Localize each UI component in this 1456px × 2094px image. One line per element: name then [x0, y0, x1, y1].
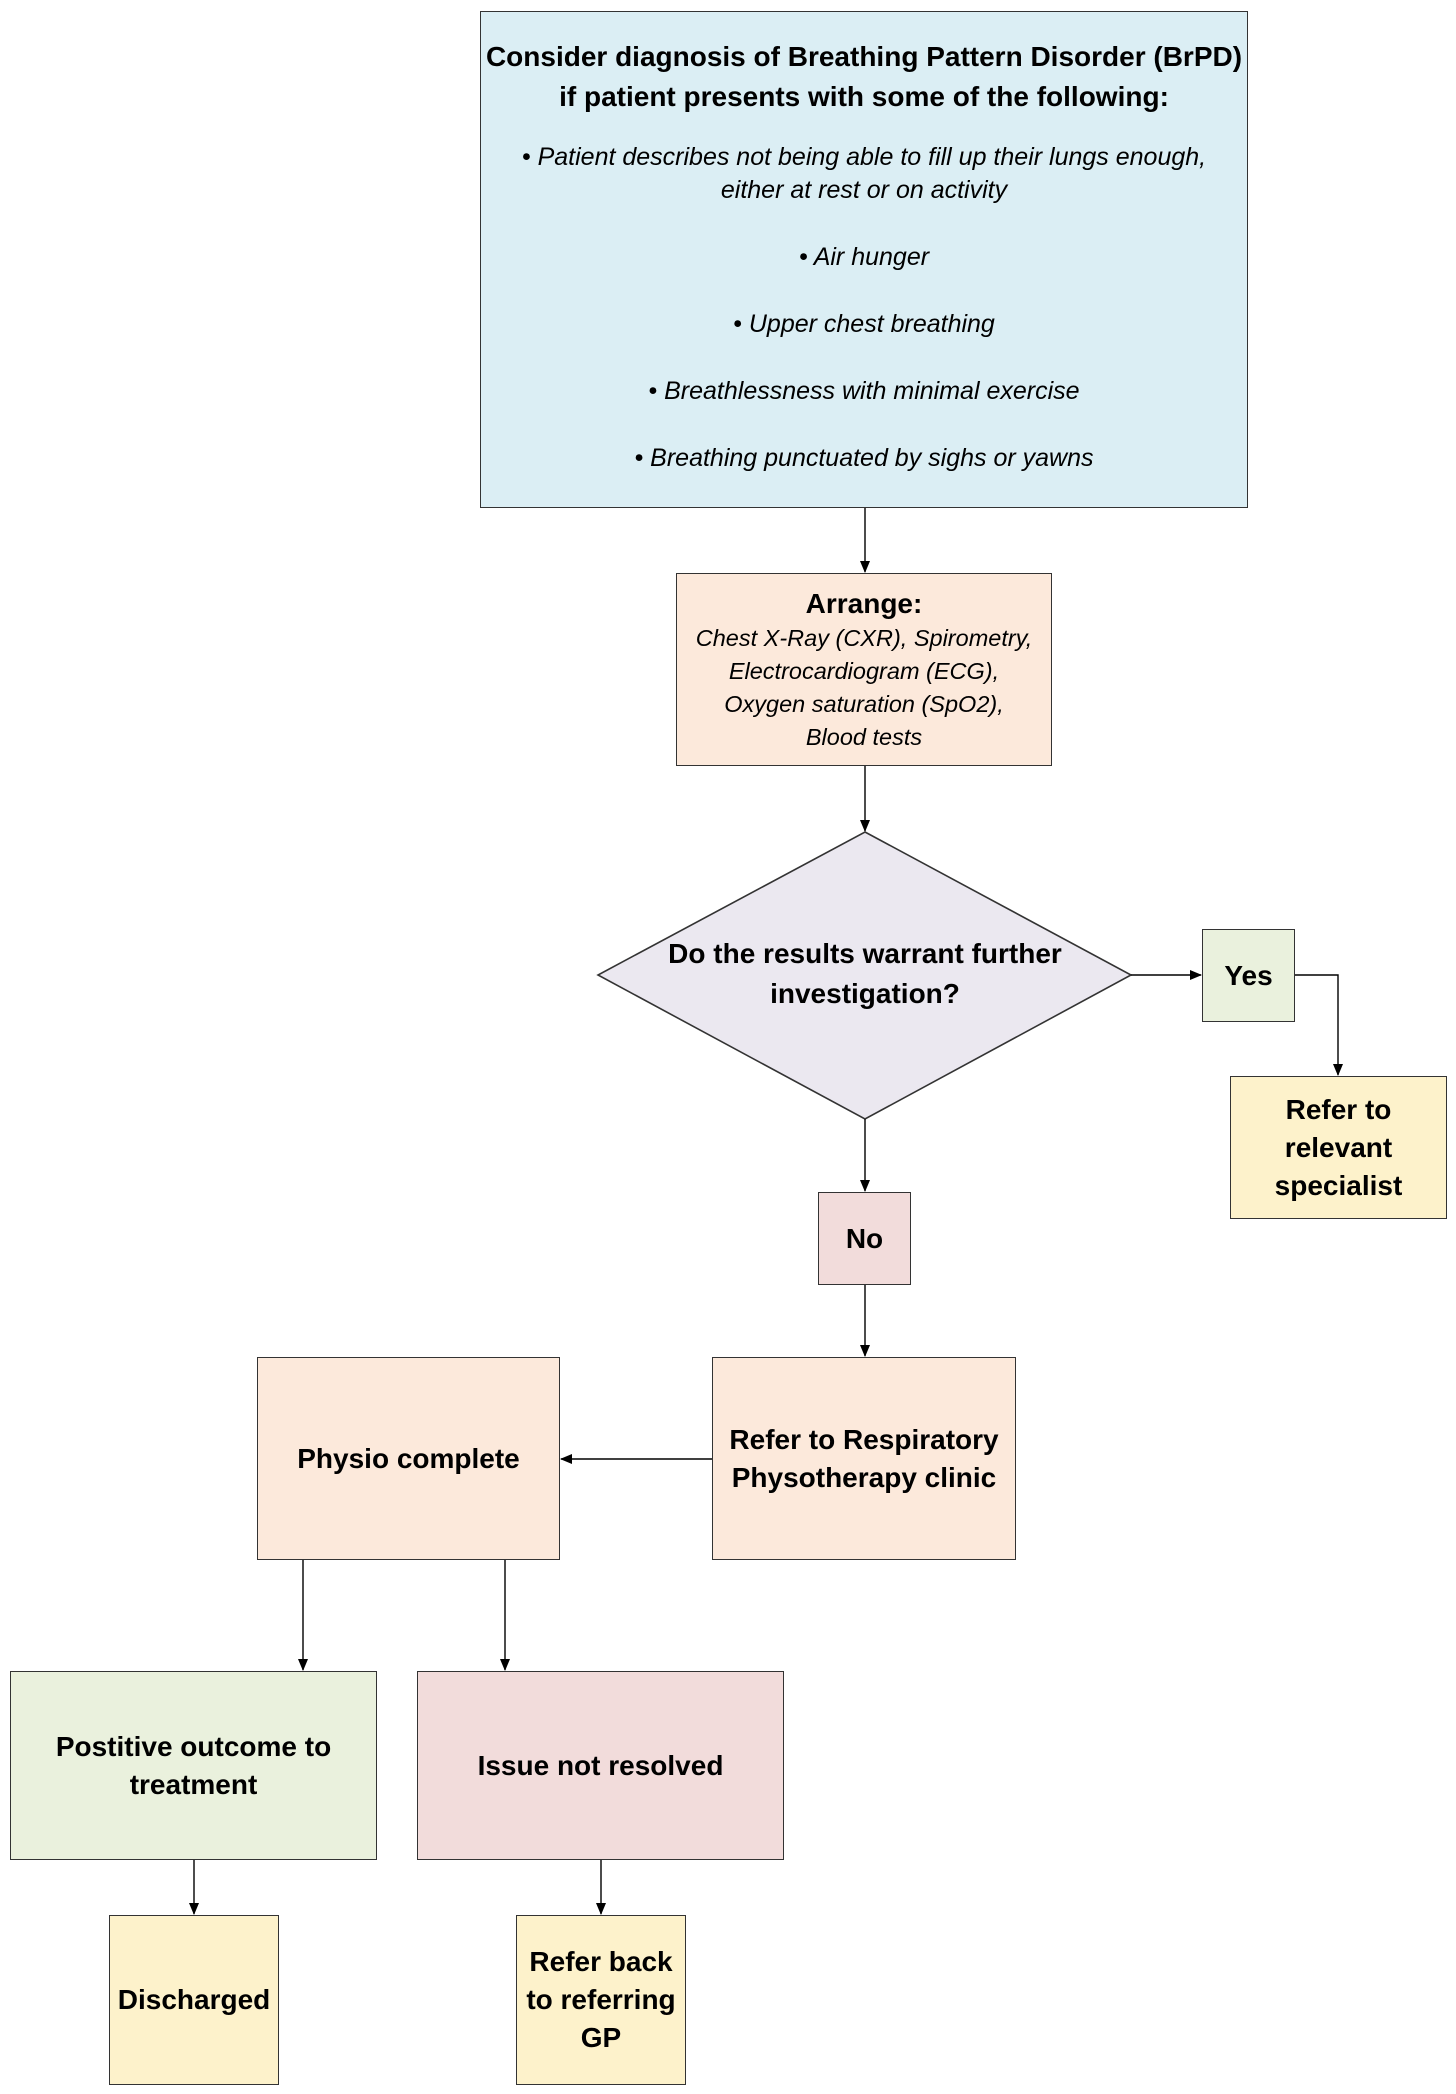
decision-question: Do the results warrant further investiga… — [600, 934, 1130, 1014]
refer-resp-line1: Refer to Respiratory — [729, 1423, 999, 1455]
arrange-line: Chest X-Ray (CXR), Spirometry, — [695, 624, 1033, 651]
discharged-box: Discharged — [109, 1915, 279, 2085]
refer-respiratory-box: Refer to Respiratory Physotherapy clinic — [712, 1357, 1016, 1560]
arrange-line: Oxygen saturation (SpO2), — [724, 690, 1004, 717]
criteria-bullet: • Patient describes not being able to fi… — [521, 143, 1207, 171]
specialist-line3: specialist — [1274, 1169, 1403, 1201]
arrange-title: Arrange: — [805, 587, 923, 619]
referback-line3: GP — [580, 2022, 622, 2053]
criteria-heading-line1: Consider diagnosis of Breathing Pattern … — [485, 41, 1243, 72]
no-label: No — [845, 1222, 884, 1254]
referback-line1: Refer back — [529, 1946, 673, 1977]
positive-line1: Postitive outcome to — [55, 1730, 332, 1762]
arrange-tests-box: Arrange: Chest X-Ray (CXR), Spirometry, … — [676, 573, 1052, 766]
no-box: No — [818, 1192, 911, 1285]
criteria-bullet: • Breathing punctuated by sighs or yawns — [634, 444, 1094, 472]
referback-line2: to referring — [526, 1984, 676, 2015]
criteria-bullet: • Breathlessness with minimal exercise — [648, 377, 1080, 405]
bprd-criteria-box: Consider diagnosis of Breathing Pattern … — [480, 11, 1248, 508]
positive-line2: treatment — [129, 1768, 258, 1800]
refer-resp-line2: Physotherapy clinic — [731, 1461, 997, 1493]
criteria-bullet: • Air hunger — [798, 243, 930, 271]
arrange-line: Electrocardiogram (ECG), — [728, 657, 1000, 684]
arrow-yes-to-specialist — [1295, 974, 1343, 1076]
arrange-line: Blood tests — [805, 723, 923, 750]
physio-complete-box: Physio complete — [257, 1357, 560, 1560]
refer-specialist-box: Refer to relevant specialist — [1230, 1076, 1447, 1219]
yes-box: Yes — [1202, 929, 1295, 1022]
criteria-bullet: either at rest or on activity — [720, 176, 1008, 204]
criteria-bullet: • Upper chest breathing — [733, 310, 995, 338]
physio-label: Physio complete — [297, 1442, 520, 1474]
decision-line2: investigation? — [770, 978, 960, 1009]
positive-outcome-box: Postitive outcome to treatment — [10, 1671, 377, 1860]
criteria-heading-line2: if patient presents with some of the fol… — [559, 81, 1169, 112]
issue-not-resolved-box: Issue not resolved — [417, 1671, 784, 1860]
refer-back-gp-box: Refer back to referring GP — [516, 1915, 686, 2085]
yes-label: Yes — [1224, 959, 1273, 991]
specialist-line1: Refer to — [1285, 1093, 1392, 1125]
decision-line1: Do the results warrant further — [668, 938, 1062, 969]
specialist-line2: relevant — [1284, 1131, 1393, 1163]
discharged-label: Discharged — [117, 1984, 271, 2015]
unresolved-label: Issue not resolved — [477, 1749, 724, 1781]
